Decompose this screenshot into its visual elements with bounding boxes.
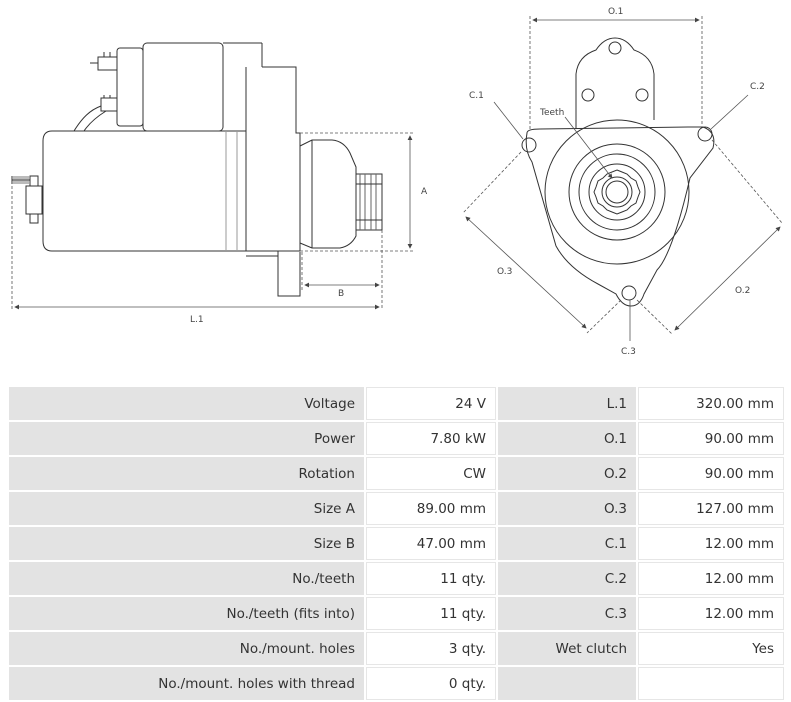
dim-label-teeth: Teeth: [539, 108, 564, 118]
front-view: [521, 37, 715, 307]
spec-label: C.3: [498, 597, 636, 630]
motor-housing: [42, 130, 247, 252]
pinion: [355, 173, 383, 231]
table-row: Power 7.80 kW O.1 90.00 mm: [9, 422, 784, 455]
solenoid-body: [142, 42, 224, 132]
spec-label: C.2: [498, 562, 636, 595]
side-view: [11, 42, 383, 297]
spec-label: Wet clutch: [498, 632, 636, 665]
spec-label: O.3: [498, 492, 636, 525]
spec-value: CW: [366, 457, 496, 490]
spec-value: 90.00 mm: [638, 457, 784, 490]
table-row: No./mount. holes 3 qty. Wet clutch Yes: [9, 632, 784, 665]
solenoid-end-cap: [116, 47, 144, 127]
dim-label-l1: L.1: [190, 315, 204, 325]
spec-value: 12.00 mm: [638, 527, 784, 560]
table-row: Rotation CW O.2 90.00 mm: [9, 457, 784, 490]
upper-terminal: [97, 56, 118, 71]
mount-hole-c1: [521, 137, 537, 153]
spec-value: 3 qty.: [366, 632, 496, 665]
mount-hole-c2: [697, 126, 713, 142]
rear-terminal: [25, 185, 43, 215]
dim-label-b: B: [338, 289, 344, 299]
nose-cone: [299, 139, 357, 249]
dim-label-o1: O.1: [608, 7, 623, 17]
dim-label-o2: O.2: [735, 286, 750, 296]
spec-label: Size B: [9, 527, 364, 560]
dim-label-c1: C.1: [469, 91, 484, 101]
spec-value: 11 qty.: [366, 562, 496, 595]
spec-value-empty: [638, 667, 784, 700]
pinion-teeth: [593, 169, 641, 215]
spec-label: C.1: [498, 527, 636, 560]
spec-value: 127.00 mm: [638, 492, 784, 525]
connecting-wire: [73, 105, 102, 132]
spec-value: 0 qty.: [366, 667, 496, 700]
spec-value: 320.00 mm: [638, 387, 784, 420]
pilot-outer: [544, 119, 690, 265]
spec-label: Rotation: [9, 457, 364, 490]
spec-value: 90.00 mm: [638, 422, 784, 455]
side-view-dimensions: [11, 132, 415, 310]
drive-end-housing: [245, 66, 301, 297]
table-row: Size B 47.00 mm C.1 12.00 mm: [9, 527, 784, 560]
spec-label: Size A: [9, 492, 364, 525]
specs-table: Voltage 24 V L.1 320.00 mm Power 7.80 kW…: [7, 385, 786, 702]
spec-label: Voltage: [9, 387, 364, 420]
spec-value: 12.00 mm: [638, 562, 784, 595]
table-row: No./teeth 11 qty. C.2 12.00 mm: [9, 562, 784, 595]
spec-label: No./mount. holes: [9, 632, 364, 665]
mount-hole-c3: [621, 285, 637, 301]
table-row: No./mount. holes with thread 0 qty.: [9, 667, 784, 700]
spec-value: 12.00 mm: [638, 597, 784, 630]
spec-value: 7.80 kW: [366, 422, 496, 455]
dim-label-a: A: [421, 187, 428, 197]
spec-label: No./teeth (fits into): [9, 597, 364, 630]
starter-motor-drawing: A B L.1 O.1: [11, 7, 783, 357]
spec-label: No./teeth: [9, 562, 364, 595]
spec-value: 89.00 mm: [366, 492, 496, 525]
spec-value: 47.00 mm: [366, 527, 496, 560]
spec-label: L.1: [498, 387, 636, 420]
table-row: No./teeth (fits into) 11 qty. C.3 12.00 …: [9, 597, 784, 630]
dim-label-o3: O.3: [497, 267, 512, 277]
spec-value: Yes: [638, 632, 784, 665]
top-tab: [575, 37, 655, 128]
spec-label: O.1: [498, 422, 636, 455]
spec-label: Power: [9, 422, 364, 455]
spec-value: 11 qty.: [366, 597, 496, 630]
lower-terminal: [100, 97, 118, 112]
dim-label-c2: C.2: [750, 82, 765, 92]
spec-label: O.2: [498, 457, 636, 490]
table-row: Voltage 24 V L.1 320.00 mm: [9, 387, 784, 420]
front-view-dimensions: [462, 16, 783, 341]
table-row: Size A 89.00 mm O.3 127.00 mm: [9, 492, 784, 525]
spec-value: 24 V: [366, 387, 496, 420]
dim-label-c3: C.3: [621, 347, 636, 357]
spec-label-empty: [498, 667, 636, 700]
spec-label: No./mount. holes with thread: [9, 667, 364, 700]
